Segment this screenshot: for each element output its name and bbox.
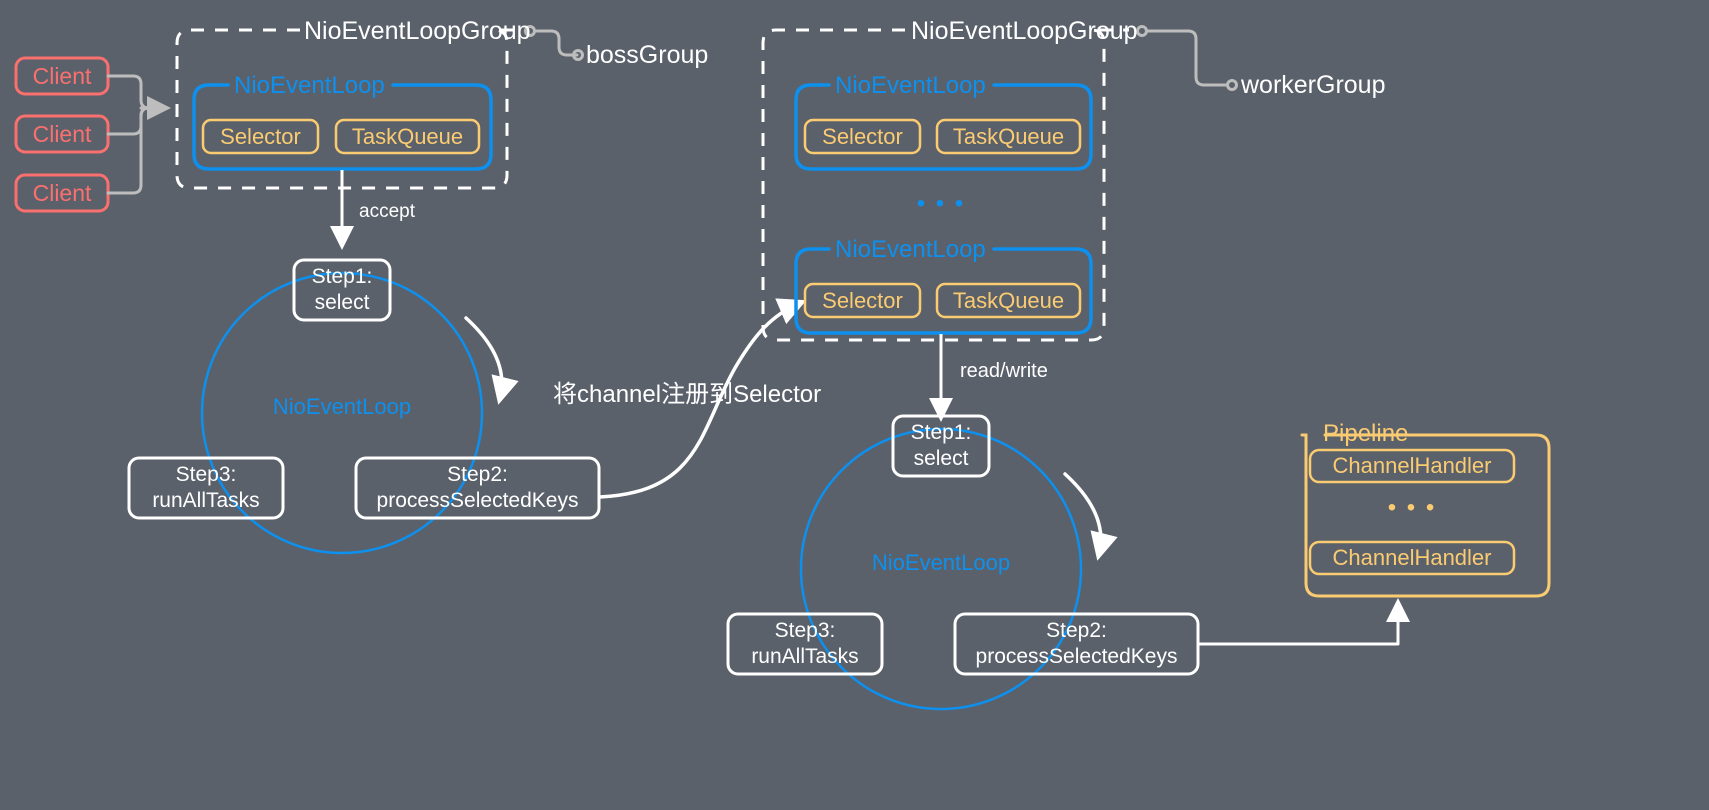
accept-label: accept xyxy=(359,201,415,222)
boss-step1-name: select xyxy=(314,291,370,314)
pipeline-title: Pipeline xyxy=(1323,420,1409,447)
bossgroup-callout-line xyxy=(524,25,584,61)
pipeline-handler-pills xyxy=(1308,448,1516,576)
worker-eventloop-2-pills xyxy=(803,282,1082,319)
boss-step3-title: Step3: xyxy=(175,463,237,487)
boss-step-boxes xyxy=(127,258,601,520)
boss-step3-name: runAllTasks xyxy=(152,489,260,512)
boss-step2-title: Step2: xyxy=(447,463,508,487)
read-write-label: read/write xyxy=(960,360,1048,382)
worker-eventloop-1-pills xyxy=(803,118,1082,155)
worker-step2-name: processSelectedKeys xyxy=(975,645,1178,668)
worker-eventloop-2-selector-label: Selector xyxy=(822,287,903,313)
worker-eventloop-2-taskqueue-label: TaskQueue xyxy=(952,287,1065,313)
worker-loop-circle xyxy=(799,427,1083,711)
worker-step3-box-text: Step3: runAllTasks xyxy=(728,614,882,674)
worker-eventloop-2-title: NioEventLoop xyxy=(835,236,986,263)
bossgroup-dashed-border xyxy=(175,28,524,190)
worker-step2-box-text: Step2: processSelectedKeys xyxy=(955,614,1198,674)
pipeline-handlers-ellipsis: • • • xyxy=(1387,494,1437,521)
boss-loop-circle xyxy=(200,271,484,555)
workergroup-callout-line xyxy=(1136,25,1238,91)
boss-eventloop-border xyxy=(192,83,493,171)
pipeline-handler-label-1: ChannelHandler xyxy=(1332,453,1492,478)
worker-eventloop-1-taskqueue-label: TaskQueue xyxy=(952,123,1065,149)
worker-step1-name: select xyxy=(913,447,969,470)
register-channel-arrow xyxy=(598,298,807,499)
worker-step-boxes xyxy=(726,414,1200,676)
bossgroup-callout-label: bossGroup xyxy=(586,41,709,69)
worker-eventloop-1-selector-label: Selector xyxy=(822,123,903,149)
worker-eventloops-ellipsis: • • • xyxy=(916,190,966,217)
client-label-3: Client xyxy=(32,179,92,206)
boss-step1-title: Step1: xyxy=(311,265,373,289)
boss-taskqueue-label: TaskQueue xyxy=(351,123,464,149)
client-label-2: Client xyxy=(32,120,92,147)
boss-step2-box-text: Step2: processSelectedKeys xyxy=(356,458,599,518)
worker-step2-title: Step2: xyxy=(1046,619,1107,643)
pipeline-connector-arrow xyxy=(1198,598,1410,646)
worker-eventloop-2-border xyxy=(794,247,1093,335)
boss-inner-pills xyxy=(201,118,481,155)
boss-step3-box-text: Step3: runAllTasks xyxy=(129,458,283,518)
workergroup-callout-label: workerGroup xyxy=(1241,71,1386,99)
worker-eventloop-1-title: NioEventLoop xyxy=(835,72,986,99)
worker-step3-name: runAllTasks xyxy=(751,645,859,668)
worker-step3-title: Step3: xyxy=(774,619,836,643)
worker-step1-title: Step1: xyxy=(910,421,972,445)
worker-loop-center-label: NioEventLoop xyxy=(871,550,1011,575)
boss-step1-box-text: Step1: select xyxy=(294,260,390,320)
boss-step2-name: processSelectedKeys xyxy=(376,489,579,512)
boss-selector-label: Selector xyxy=(220,123,301,149)
register-channel-label: 将channel注册到Selector xyxy=(553,381,822,408)
worker-eventloop-1-border xyxy=(794,83,1093,171)
client-connector-lines xyxy=(106,74,171,195)
client-label-1: Client xyxy=(32,62,92,89)
workergroup-title: NioEventLoopGroup xyxy=(911,17,1138,45)
worker-step1-box-text: Step1: select xyxy=(893,416,989,476)
pipeline-border xyxy=(1300,433,1551,598)
workergroup-dashed-border xyxy=(761,28,1129,342)
boss-loop-center-label: NioEventLoop xyxy=(272,394,412,419)
boss-eventloop-title: NioEventLoop xyxy=(234,72,385,99)
bossgroup-title: NioEventLoopGroup xyxy=(304,17,531,45)
boss-loop-direction-arrow xyxy=(464,316,519,405)
pipeline-handler-label-2: ChannelHandler xyxy=(1332,545,1492,570)
worker-loop-direction-arrow xyxy=(1063,472,1118,561)
